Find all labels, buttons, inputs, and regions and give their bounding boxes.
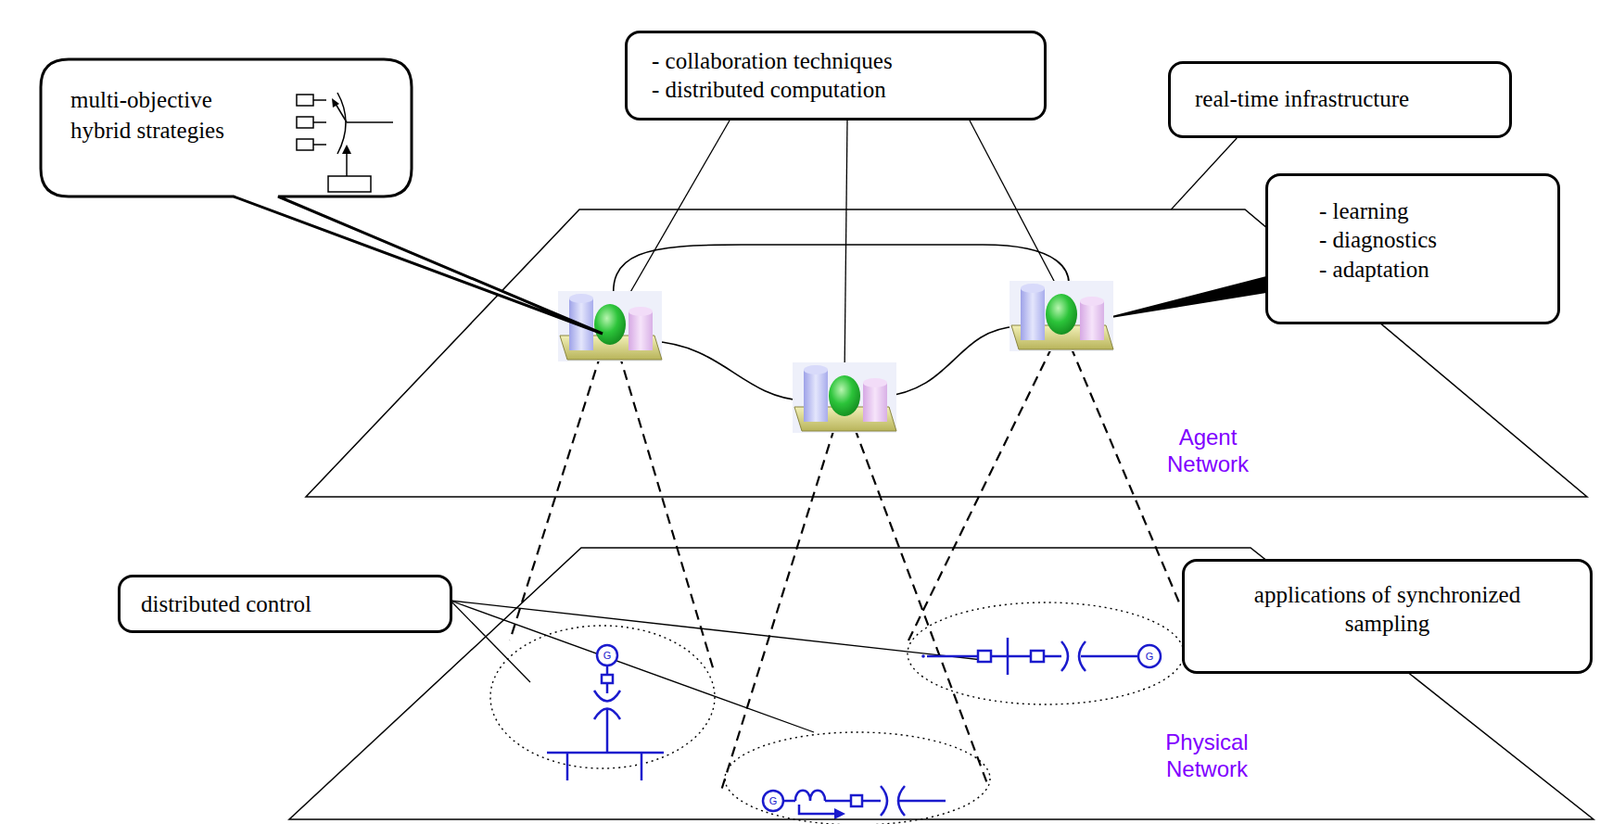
leader-line bbox=[1170, 138, 1237, 210]
callout-box: distributed control bbox=[117, 574, 453, 634]
callout-text: applications of synchronized sampling bbox=[1244, 580, 1532, 639]
generator-label: G bbox=[599, 647, 615, 663]
plane-title: Agent Network bbox=[1147, 424, 1269, 479]
callout-text: - adaptation bbox=[1319, 254, 1539, 284]
callout-box: applications of synchronized sampling bbox=[1181, 558, 1593, 674]
generator-label: G bbox=[1142, 648, 1157, 664]
callout-text: real-time infrastructure bbox=[1194, 84, 1486, 114]
callout-text: - diagnostics bbox=[1319, 225, 1539, 254]
callout-text: - learning bbox=[1319, 196, 1539, 226]
plane-outline bbox=[289, 547, 1594, 820]
callout-text: distributed control bbox=[140, 589, 430, 619]
bubble-outline bbox=[40, 59, 603, 334]
callout-text: - collaboration techniques bbox=[651, 46, 1020, 76]
callout-box: - learning- diagnostics- adaptation bbox=[1265, 173, 1561, 325]
callout-text: - distributed computation bbox=[651, 75, 1020, 104]
callout-text: multi-objective hybrid strategies bbox=[70, 85, 270, 146]
plane-outline bbox=[305, 209, 1588, 497]
generator-label: G bbox=[765, 793, 781, 809]
strategy-icon bbox=[289, 85, 401, 202]
plane-title: Physical Network bbox=[1146, 729, 1268, 784]
callout-box: real-time infrastructure bbox=[1168, 61, 1512, 139]
callout-box: - collaboration techniques- distributed … bbox=[624, 30, 1047, 121]
